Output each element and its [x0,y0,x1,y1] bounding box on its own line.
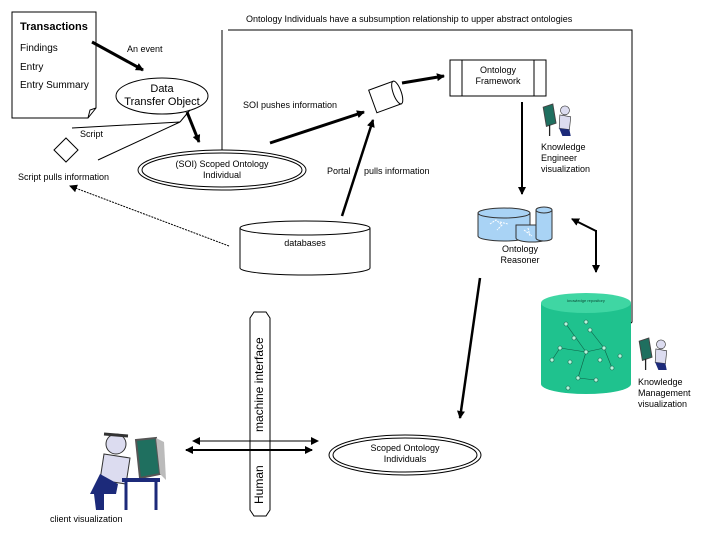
soi-ellipse [137,149,307,191]
ontology-reasoner-icon [477,206,553,243]
transactions-item-entry-summary: Entry Summary [20,80,89,91]
event-arrow [91,40,144,72]
dto-line-1: Data [150,83,174,95]
knowledge-repository-label: knowledge repository [567,298,605,303]
portal-pull-arrow [340,119,375,217]
soi-line-2: Individual [202,170,242,180]
knowledge-repository-cylinder [541,293,631,394]
framework-line-2: Framework [475,76,521,86]
portal-pulls-label: pulls information [364,166,430,176]
databases-label: databases [284,238,326,248]
human-machine-interface-bar [249,311,271,517]
soi-pushes-label: SOI pushes information [243,100,338,110]
soi-line-1: (SOI) Scoped Ontology [175,159,269,169]
transactions-title: Transactions [20,21,88,33]
client-visualization-label: client visualization [50,514,123,524]
soi-ind-line-1: Scoped Ontology [370,443,440,453]
reasoner-individuals-arrow [457,277,482,419]
ontology-reasoner-label: Ontology Reasoner [490,244,550,266]
framework-line-1: Ontology [479,65,517,75]
scoped-ontology-individuals-ellipse [328,434,482,476]
portal-label: Portal [327,166,351,176]
machine-interface-label: machine interface [252,337,266,432]
script-pulls-label: Script pulls information [18,172,110,182]
reasoner-line-2: Reasoner [500,255,540,265]
ke-line-1: Knowledge [541,142,586,152]
scoped-ontology-individuals-label: Scoped Ontology Individuals [355,443,455,465]
portal-framework-arrow [401,73,445,85]
ke-line-2: Engineer [541,153,578,163]
knowledge-management-person-icon [638,337,668,371]
soi-push-arrow [269,110,365,145]
soi-individual-label: (SOI) Scoped Ontology Individual [152,159,292,181]
an-event-label: An event [127,44,163,54]
transactions-item-findings: Findings [20,43,58,54]
portal-cylinder [368,80,404,114]
ontology-framework-label: Ontology Framework [462,65,534,87]
script-diamond [53,137,79,163]
data-transfer-object-label: Data Transfer Object [116,83,208,109]
km-line-2: Management [638,388,691,398]
dto-script-line [71,121,181,161]
databases-cylinder [239,220,371,276]
transactions-document [11,11,97,119]
ontology-framework-box [449,59,547,97]
reasoner-line-1: Ontology [501,244,539,254]
transactions-item-entry: Entry [20,62,44,73]
data-transfer-object-ellipse [115,77,209,115]
client-person-icon [90,432,166,510]
ke-line-3: visualization [541,164,591,174]
db-script-dotted-arrow [69,184,230,247]
script-label: Script [80,129,104,139]
knowledge-engineer-person-icon [542,103,572,137]
dto-soi-arrow [185,111,201,143]
dto-line-2: Transfer Object [124,96,200,108]
human-label: Human [252,465,266,504]
km-line-1: Knowledge [638,377,683,387]
soi-ind-line-2: Individuals [383,454,427,464]
subsumption-note: Ontology Individuals have a subsumption … [246,14,573,24]
knowledge-management-label: Knowledge Management visualization [638,377,691,410]
knowledge-engineer-label: Knowledge Engineer visualization [541,142,590,175]
km-line-3: visualization [638,399,688,409]
